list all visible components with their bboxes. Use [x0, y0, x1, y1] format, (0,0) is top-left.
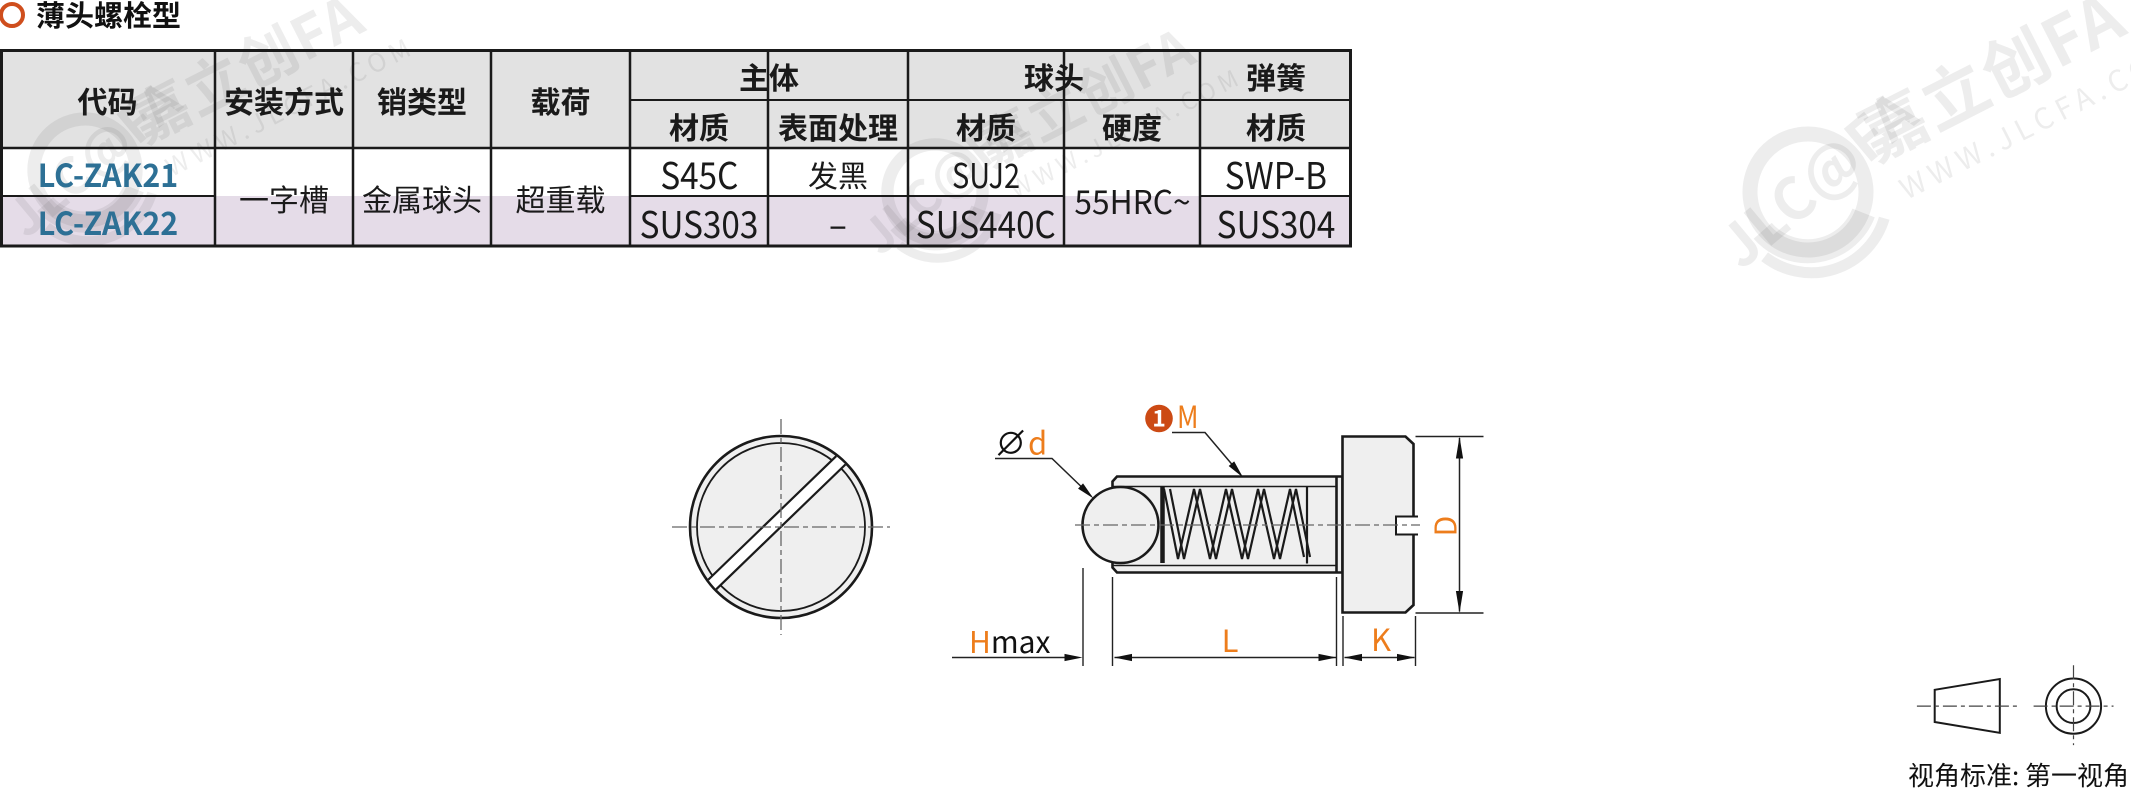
svg-text:1: 1 — [1152, 400, 1166, 434]
svg-text:d: d — [1028, 419, 1047, 464]
svg-text:Hmax: Hmax — [969, 618, 1051, 662]
svg-text:D: D — [1422, 516, 1466, 537]
svg-text:L: L — [1222, 616, 1239, 661]
svg-text:K: K — [1371, 615, 1391, 660]
svg-text:M: M — [1177, 392, 1199, 437]
